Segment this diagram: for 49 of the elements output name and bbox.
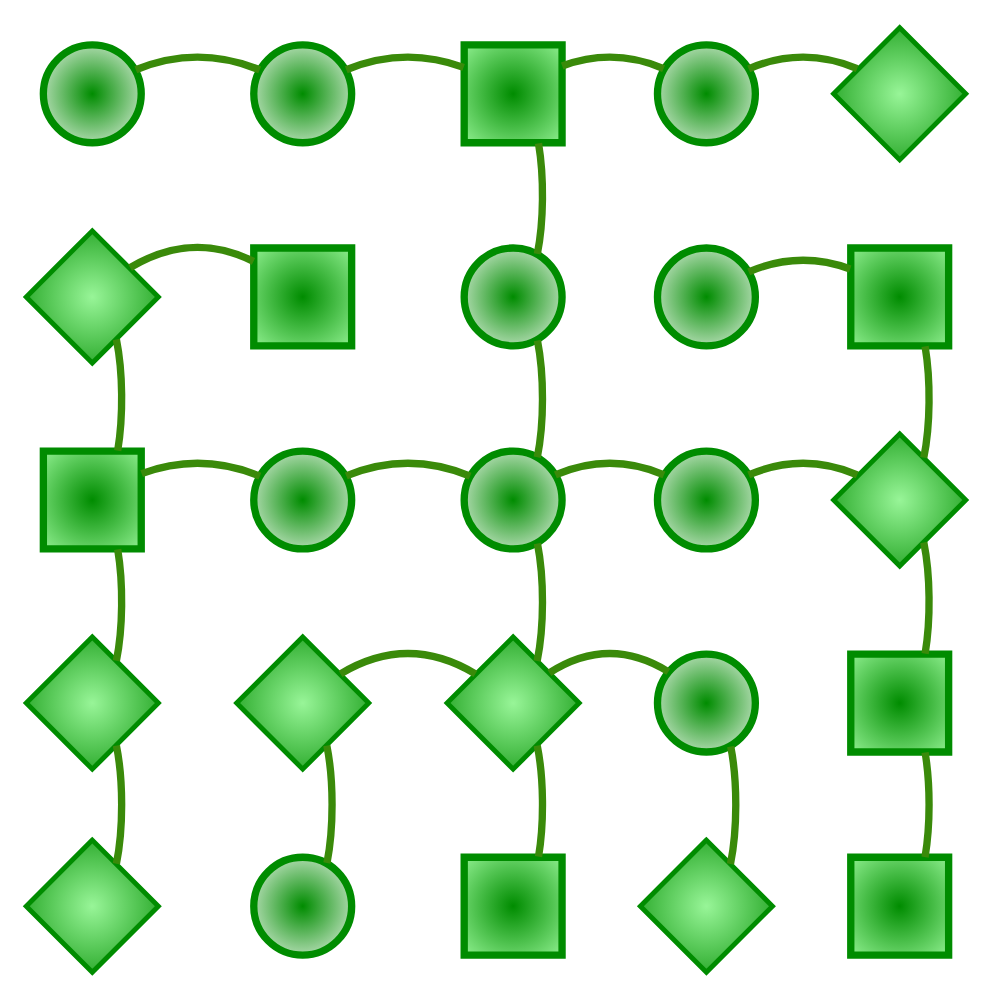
node-circle bbox=[250, 853, 356, 959]
connector bbox=[747, 53, 859, 73]
node-circle bbox=[250, 41, 356, 147]
node-diamond bbox=[22, 633, 162, 773]
connector bbox=[533, 542, 547, 662]
connector bbox=[920, 541, 933, 655]
connector bbox=[533, 744, 547, 858]
connector bbox=[344, 53, 465, 74]
node-box bbox=[847, 853, 953, 959]
connector bbox=[547, 649, 671, 677]
connector bbox=[134, 53, 261, 74]
connector bbox=[920, 345, 933, 459]
node-diamond bbox=[443, 633, 583, 773]
connector bbox=[554, 459, 666, 479]
connector bbox=[533, 339, 547, 458]
node-box bbox=[847, 244, 953, 350]
node-circle bbox=[250, 447, 356, 553]
connector bbox=[338, 649, 478, 678]
connector bbox=[112, 548, 126, 662]
connector bbox=[128, 243, 255, 271]
node-box bbox=[39, 447, 145, 553]
node-box bbox=[847, 650, 953, 756]
node-diamond bbox=[636, 836, 776, 976]
connector bbox=[140, 459, 262, 480]
connector bbox=[561, 53, 665, 72]
node-box bbox=[460, 41, 566, 147]
node-circle bbox=[460, 447, 566, 553]
node-diamond bbox=[22, 836, 162, 976]
connector bbox=[344, 459, 472, 480]
node-circle bbox=[39, 41, 145, 147]
connector bbox=[747, 256, 852, 276]
node-diamond bbox=[830, 24, 970, 164]
node-box bbox=[460, 853, 566, 959]
connector bbox=[323, 744, 336, 864]
node-diamond bbox=[22, 227, 162, 367]
node-circle bbox=[653, 41, 759, 147]
connector bbox=[112, 744, 126, 865]
node-box bbox=[250, 244, 356, 350]
node-diamond bbox=[233, 633, 373, 773]
node-diamond bbox=[830, 430, 970, 570]
connector bbox=[112, 338, 126, 452]
node-circle bbox=[653, 447, 759, 553]
node-circle bbox=[460, 244, 566, 350]
connector bbox=[921, 751, 933, 858]
node-circle bbox=[653, 650, 759, 756]
connector bbox=[533, 142, 547, 255]
connector bbox=[726, 745, 740, 865]
connector bbox=[747, 459, 859, 479]
node-circle bbox=[653, 244, 759, 350]
